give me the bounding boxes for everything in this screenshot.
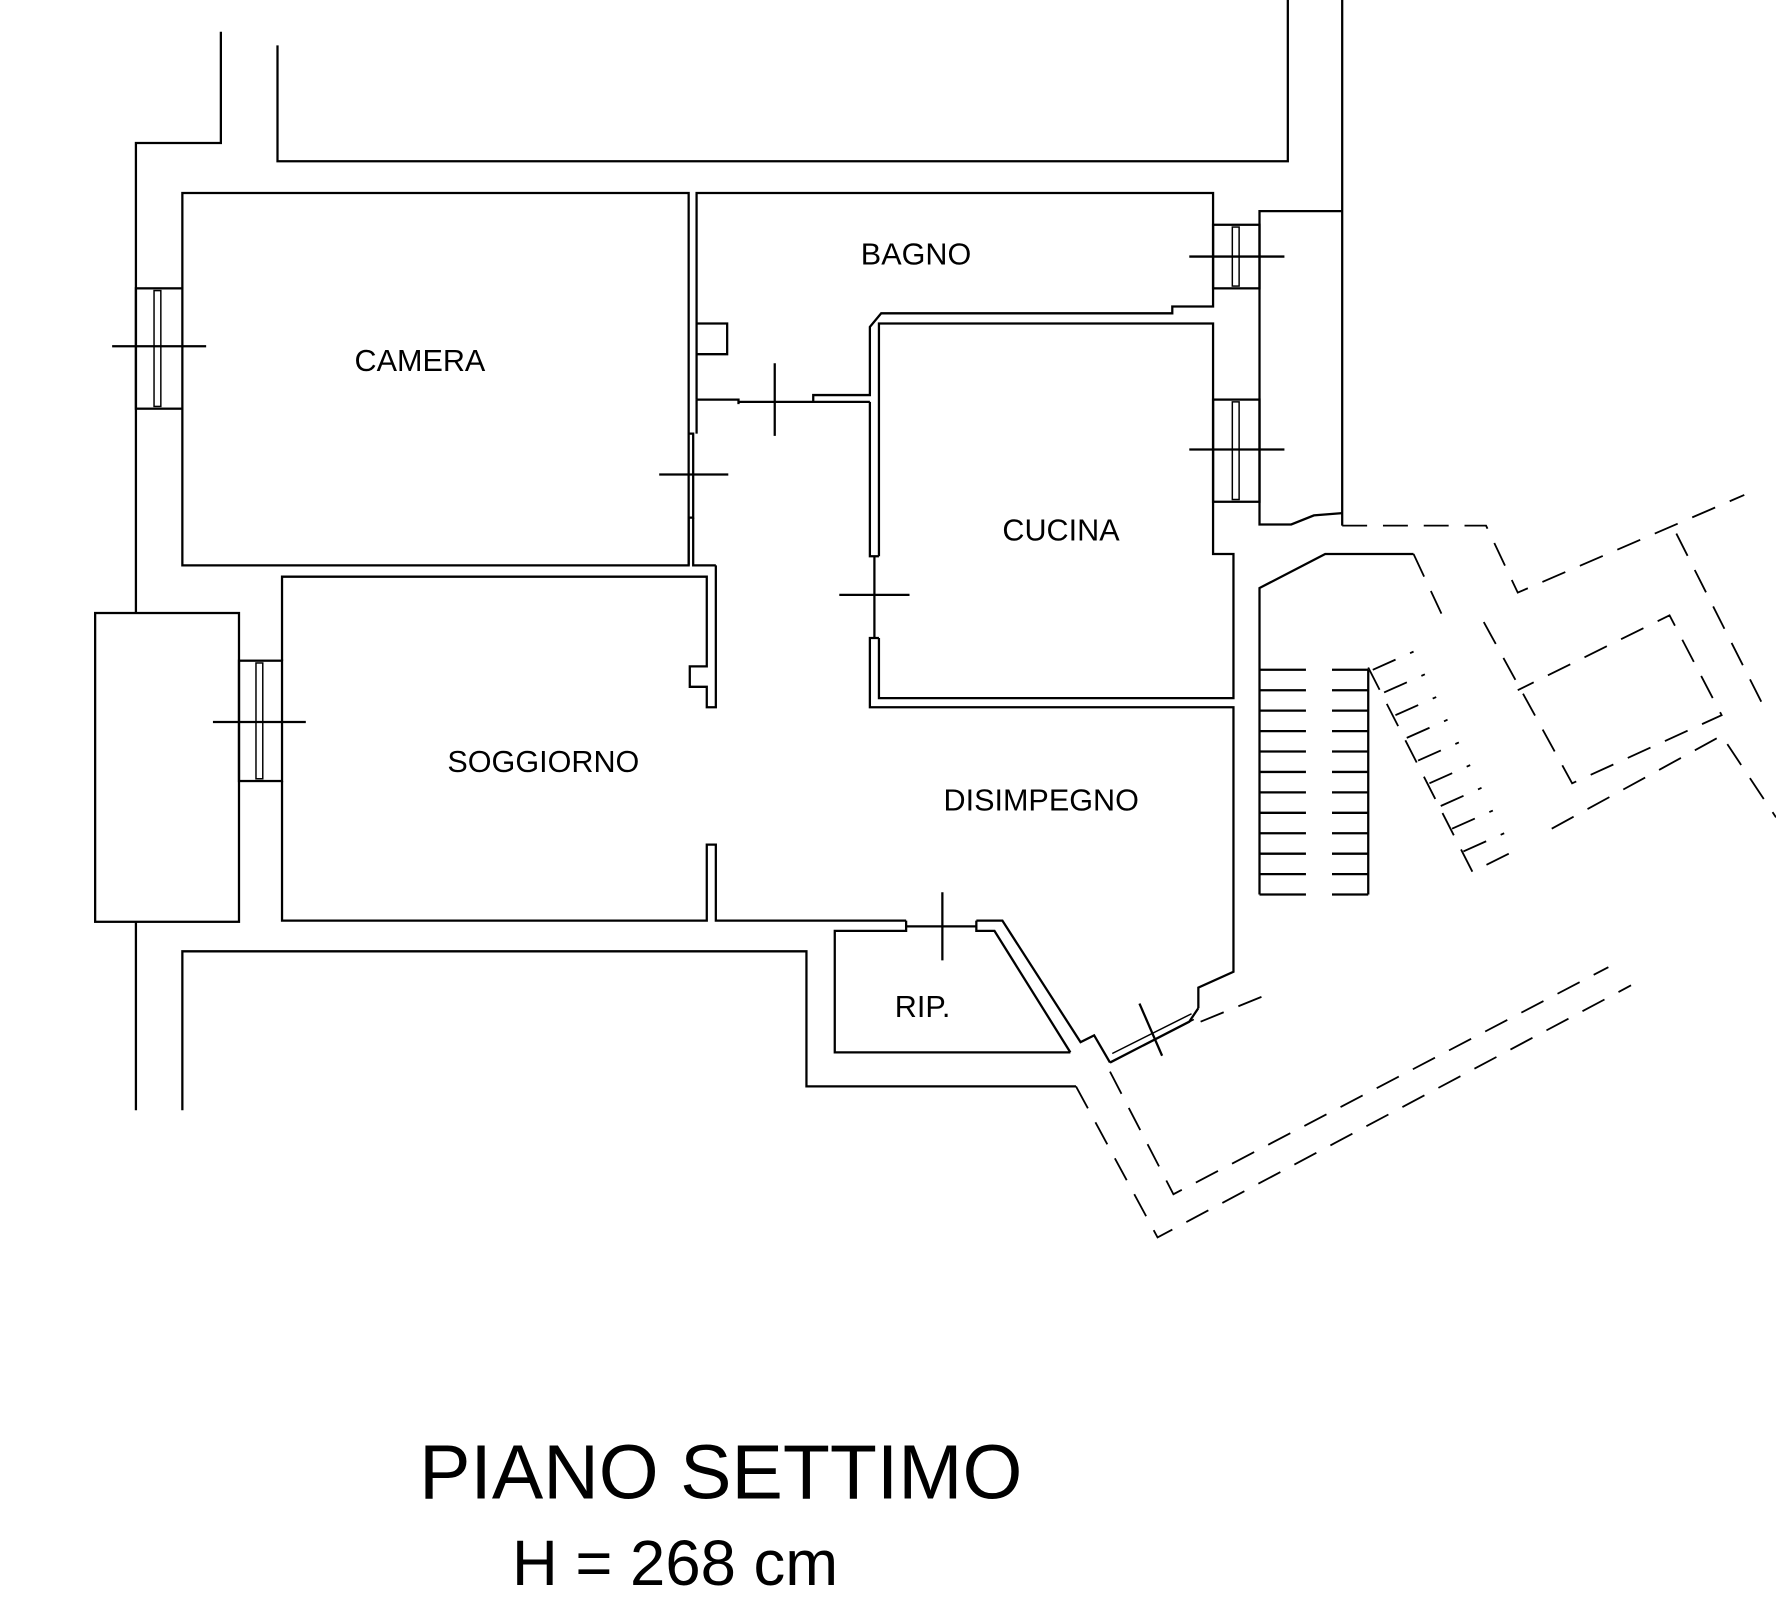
- stair-dashed-right: [1675, 533, 1768, 714]
- room-soggiorno: [94, 517, 907, 923]
- rip-slanted-wall: [976, 919, 1111, 1064]
- stair-tread-upper: [1417, 741, 1460, 762]
- stair-wall: [1258, 552, 1414, 895]
- camera-walls: [181, 191, 690, 567]
- cucina-door-jamb-top: [868, 401, 879, 558]
- camera-window-glass: [153, 289, 162, 408]
- landing-outer-dashed: [1075, 984, 1632, 1239]
- bagno-door-jamb: [696, 398, 740, 405]
- room-camera: [112, 191, 690, 567]
- entrance: [1075, 966, 1632, 1239]
- room-label-bagno: BAGNO: [861, 237, 971, 271]
- stair-tread-upper: [1451, 809, 1494, 830]
- room-cucina: [839, 322, 1285, 1009]
- wall-left-upper: [134, 31, 222, 614]
- stair-tread-upper: [1383, 673, 1426, 694]
- wall-bottom-neighbour: [181, 950, 1077, 1111]
- soggiorno-walls-bottom: [280, 781, 907, 922]
- landing-inner-dashed: [1109, 966, 1609, 1196]
- floor-title: PIANO SETTIMO: [419, 1429, 1022, 1515]
- room-label-ripostiglio: RIP.: [895, 990, 951, 1024]
- camera-door: [659, 399, 729, 566]
- stair-tread-upper: [1440, 787, 1482, 807]
- entrance-door-axis: [1138, 1003, 1164, 1057]
- landing-wall: [1200, 995, 1263, 1023]
- room-label-soggiorno: SOGGIORNO: [447, 745, 639, 779]
- stair-tread-upper: [1463, 832, 1505, 853]
- stair-tread-upper: [1406, 718, 1448, 739]
- cucina-walls: [877, 322, 1235, 700]
- labels: CAMERA BAGNO CUCINA SOGGIORNO DISIMPEGNO…: [355, 237, 1139, 1024]
- rip-slanted-inner: [975, 920, 1072, 1053]
- room-label-disimpegno: DISIMPEGNO: [944, 784, 1139, 818]
- balcony: [94, 611, 241, 923]
- stair-dashed-mid: [1412, 553, 1449, 628]
- wall-right-pier: [1258, 210, 1343, 526]
- camera-door-leaf: [687, 432, 695, 566]
- rip-walls: [833, 920, 1071, 1054]
- stair-treads: [1259, 650, 1505, 896]
- bagno-niche: [696, 322, 729, 356]
- floor-height: H = 268 cm: [512, 1529, 838, 1599]
- room-label-camera: CAMERA: [355, 344, 486, 378]
- room-ripostiglio: [833, 892, 1111, 1064]
- stair-tread-upper: [1372, 650, 1414, 671]
- wall-top-neighbour: [276, 0, 1289, 163]
- stair-core-dashed: [1482, 614, 1723, 785]
- outer-walls: [134, 0, 1344, 1111]
- stair-dashed-upper: [1342, 494, 1745, 594]
- room-label-cucina: CUCINA: [1002, 513, 1120, 547]
- stairs: [1258, 494, 1776, 896]
- stair-tread-upper: [1395, 696, 1437, 717]
- soggiorno-walls-top: [280, 565, 717, 709]
- disimpegno-wall: [868, 636, 1235, 1009]
- stair-tread-upper: [1429, 764, 1471, 785]
- soggiorno-corner: [692, 517, 716, 567]
- bagno-walls: [695, 191, 1215, 403]
- room-bagno: [695, 191, 1285, 436]
- stair-flight-edge: [1367, 667, 1519, 874]
- camera-window-frame: [134, 287, 184, 410]
- stair-dashed-lower: [1551, 734, 1776, 830]
